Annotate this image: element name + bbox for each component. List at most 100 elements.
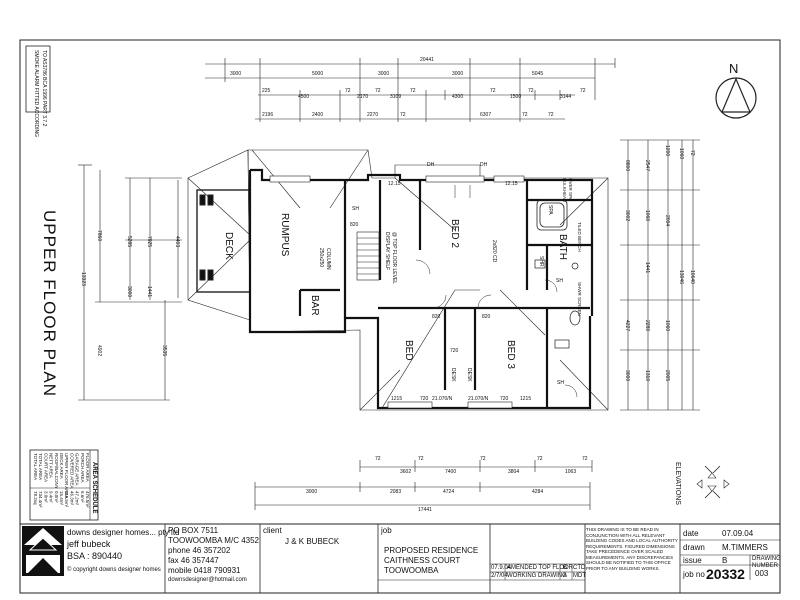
job-line-2: CAITHNESS COURT [384,556,461,565]
date-value: 07.09.04 [722,529,754,538]
dim-text: 72 [582,456,588,462]
dim-text: 72 [375,456,381,462]
dim-text: 3602 [400,469,411,475]
client-label: client [263,526,282,535]
smoke-note-line-1: SMOKE ALARM FITTED ACCORDING [33,50,39,137]
dim-text: 72 [522,112,528,118]
dim-text: 4403 [174,236,180,247]
dim-text: 4300 [452,94,463,100]
dim-text: 3000 [126,286,132,297]
opening-label: 720 [450,348,459,354]
room-rumpus: RUMPUS [279,213,290,257]
dimension-lines-bottom [254,460,593,510]
dim-text: 1441 [146,286,152,297]
revision-date: 07.9.04 [491,565,512,571]
opening-label: DH [427,162,435,168]
town: TOOWOOMBA M/C 4352 [168,536,259,545]
drawing-number-label-1: DRAWING [752,556,781,562]
vanity-label: TILED BENCH [577,222,582,252]
dim-text: 4902 [96,345,102,356]
dim-text: 3000 [230,71,241,77]
dim-text: 72 [580,88,586,94]
area-row-value: 116.5m² [64,491,69,508]
drawing-number-label-2: NUMBER [752,563,779,569]
floor-plan [187,149,609,411]
opening-label: SH [352,206,359,212]
dim-text: 5285 [126,236,132,247]
area-row-value: 9.4m² [49,491,54,503]
opening-label: 720 [500,396,509,402]
opening-label: 820 [432,314,441,320]
dim-text: 3804 [508,469,519,475]
title-block [19,523,781,594]
dim-text: 3000 [306,489,317,495]
desk-2: DESK [466,368,472,382]
room-bath: BATH [557,234,568,260]
room-labels: DECK RUMPUS BAR 250x250 COLUMN DISPLAY S… [223,178,582,382]
room-deck: DECK [223,232,234,260]
sheet-border [19,39,781,594]
spa-label: SPA [547,205,553,215]
dim-text: 1200 [664,145,670,156]
dimension-lines-left [78,164,182,401]
display-shelf-2: @ TOP FLOOR LEVEL [391,232,397,284]
bsa-number: BSA : 890440 [67,551,123,561]
dim-text: 20441 [420,57,434,63]
company-logo [22,526,64,576]
area-row-label: PORCH AREA [80,453,85,483]
bulkhead-note-2: OVER SPA [568,178,573,201]
dim-text: 13046 [678,270,684,284]
po-box: PO BOX 7511 [168,526,219,535]
room-bed-3: BED 3 [505,340,516,369]
revision-code: B [563,565,568,571]
stairs [356,231,380,281]
revision-description: AMENDED TOP FLOOR [507,565,574,571]
area-row-value: 6.6m² [80,491,85,503]
opening-label: 820 [350,222,359,228]
email: downsdesigner@hotmail.com [168,577,247,583]
dim-text: 17441 [418,507,432,513]
revision-code: A [563,573,568,579]
dimension-lines-right [620,139,700,411]
area-row-label: COURT AREA [43,453,48,482]
dim-text: 3144 [560,94,571,100]
column-note-1: 250x250 [318,248,324,267]
area-row-label: GARAGE AREA [75,453,80,486]
opening-label: 12.15 [388,181,401,187]
opening-label: 720 [420,396,429,402]
plan-title: UPPER FLOOR PLAN [40,210,59,397]
bulkhead-note-1: BULKHEAD [562,178,567,203]
dim-text: 1060 [678,148,684,159]
dim-text: 2196 [262,112,273,118]
dim-text: 8800 [624,160,630,171]
dim-text: 72 [480,456,486,462]
dimension-text-bottom: 72 3602 72 7400 72 3804 72 1063 72 3000 … [306,456,588,513]
area-row-label: NETT AREA [49,453,54,478]
area-row-value: 3.0m² [43,491,48,503]
dim-text: 4227 [624,320,630,331]
smoke-alarm-note: SMOKE ALARM FITTED ACCORDING TO AS3786 B… [25,45,51,137]
dim-text: 1500 [510,94,521,100]
spa-tub [536,199,568,231]
job-no-label: job no [683,570,705,579]
drawn-value: M.TIMMERS [722,543,768,552]
revision-date: 2/7/04 [491,573,508,579]
smoke-note-line-2: TO AS3786 BCA 1996 PART 3.7.2 [41,50,47,127]
revision-description: WORKING DRAWING [507,573,567,579]
dim-text: 72 [400,112,406,118]
fax: fax 46 357447 [168,556,219,565]
area-row-label: TOTAL AREA [33,453,38,480]
dim-text: 3109 [390,94,401,100]
room-bed: BED [403,340,414,361]
dim-text: 13323 [80,272,86,286]
room-bed-2: BED 2 [449,219,460,248]
dim-text: 72 [418,456,424,462]
dim-text: 10640 [689,270,695,284]
dim-text: 2170 [357,94,368,100]
opening-labels: 12.15 12.15 1215 1215 820 820 820 720 72… [350,162,564,402]
dim-text: 1060 [644,210,650,221]
dim-text: 6307 [480,112,491,118]
company-name: downs designer homes... pty ltd [67,528,180,537]
job-label: job [381,526,392,535]
dimension-text-top: 20441 3000 5000 3000 3000 5045 225 4500 … [230,57,586,118]
